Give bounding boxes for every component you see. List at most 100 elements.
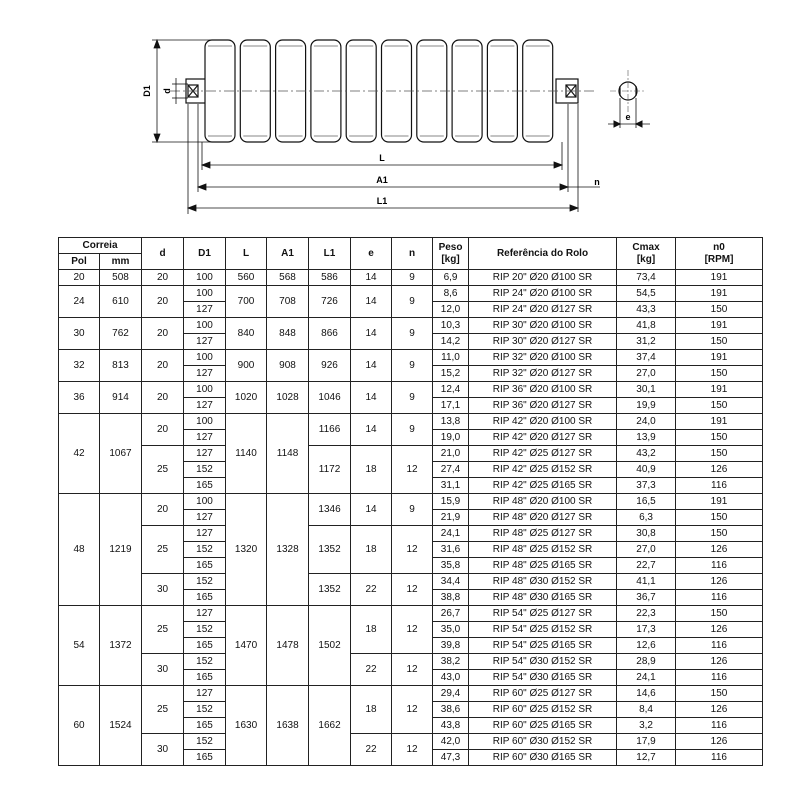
cell-e: 18 xyxy=(350,685,393,734)
cell-n0: 150 xyxy=(675,685,764,702)
cell-mm: 914 xyxy=(98,381,143,414)
cell-n0: 150 xyxy=(675,429,764,446)
cell-n0: 126 xyxy=(675,621,764,638)
dim-label-e: e xyxy=(625,112,630,122)
cell-peso: 12,4 xyxy=(432,381,470,398)
cell-n: 9 xyxy=(391,381,434,414)
cell-cmax: 19,9 xyxy=(616,397,677,414)
cell-peso: 17,1 xyxy=(432,397,470,414)
cell-cmax: 37,3 xyxy=(616,477,677,494)
cell-d: 25 xyxy=(141,525,185,574)
cell-peso: 47,3 xyxy=(432,749,470,766)
cell-n0: 150 xyxy=(675,509,764,526)
cell-ref: RIP 42" Ø20 Ø127 SR xyxy=(468,429,618,446)
header-cmax: Cmax [kg] xyxy=(616,237,677,270)
cell-A1: 708 xyxy=(266,285,310,318)
cell-n0: 126 xyxy=(675,653,764,670)
cell-d: 25 xyxy=(141,445,185,494)
cell-d: 20 xyxy=(141,413,185,446)
cell-cmax: 41,1 xyxy=(616,573,677,590)
cell-D1: 165 xyxy=(183,557,227,574)
cell-cmax: 27,0 xyxy=(616,365,677,382)
cell-cmax: 73,4 xyxy=(616,269,677,286)
cell-n0: 126 xyxy=(675,701,764,718)
cell-ref: RIP 48" Ø20 Ø100 SR xyxy=(468,493,618,510)
cell-ref: RIP 36" Ø20 Ø100 SR xyxy=(468,381,618,398)
cell-peso: 38,2 xyxy=(432,653,470,670)
cell-cmax: 28,9 xyxy=(616,653,677,670)
cell-ref: RIP 42" Ø25 Ø152 SR xyxy=(468,461,618,478)
cell-D1: 127 xyxy=(183,333,227,350)
cell-n0: 191 xyxy=(675,349,764,366)
cell-ref: RIP 24" Ø20 Ø127 SR xyxy=(468,301,618,318)
cell-e: 14 xyxy=(350,349,393,382)
cell-pol: 48 xyxy=(58,493,100,606)
cell-peso: 19,0 xyxy=(432,429,470,446)
cell-peso: 11,0 xyxy=(432,349,470,366)
cell-cmax: 12,7 xyxy=(616,749,677,766)
cell-n0: 116 xyxy=(675,557,764,574)
shaft-end-view xyxy=(608,70,650,128)
cell-n0: 191 xyxy=(675,381,764,398)
cell-n0: 191 xyxy=(675,317,764,334)
cell-ref: RIP 24" Ø20 Ø100 SR xyxy=(468,285,618,302)
cell-cmax: 17,9 xyxy=(616,733,677,750)
cell-peso: 29,4 xyxy=(432,685,470,702)
cell-D1: 152 xyxy=(183,621,227,638)
cell-e: 22 xyxy=(350,733,393,766)
cell-pol: 20 xyxy=(58,269,100,286)
cell-cmax: 40,9 xyxy=(616,461,677,478)
cell-L1: 1502 xyxy=(308,605,352,686)
header-peso-line2: [kg] xyxy=(441,253,460,265)
cell-cmax: 3,2 xyxy=(616,717,677,734)
cell-D1: 152 xyxy=(183,573,227,590)
cell-L1: 866 xyxy=(308,317,352,350)
cell-ref: RIP 48" Ø25 Ø165 SR xyxy=(468,557,618,574)
cell-cmax: 37,4 xyxy=(616,349,677,366)
cell-peso: 10,3 xyxy=(432,317,470,334)
dim-label-D1: D1 xyxy=(142,85,152,97)
cell-D1: 100 xyxy=(183,349,227,366)
cell-mm: 1219 xyxy=(98,493,143,606)
cell-ref: RIP 60" Ø25 Ø152 SR xyxy=(468,701,618,718)
header-n0-line1: n0 xyxy=(713,241,725,253)
cell-n0: 150 xyxy=(675,525,764,542)
cell-n0: 126 xyxy=(675,573,764,590)
cell-L1: 726 xyxy=(308,285,352,318)
cell-cmax: 30,8 xyxy=(616,525,677,542)
cell-D1: 165 xyxy=(183,589,227,606)
cell-L1: 1352 xyxy=(308,573,352,606)
cell-e: 14 xyxy=(350,493,393,526)
cell-ref: RIP 48" Ø30 Ø152 SR xyxy=(468,573,618,590)
cell-ref: RIP 54" Ø25 Ø127 SR xyxy=(468,605,618,622)
cell-D1: 100 xyxy=(183,317,227,334)
cell-n: 12 xyxy=(391,525,434,574)
cell-D1: 165 xyxy=(183,669,227,686)
header-L: L xyxy=(225,237,268,270)
cell-ref: RIP 20" Ø20 Ø100 SR xyxy=(468,269,618,286)
cell-D1: 165 xyxy=(183,717,227,734)
cell-pol: 30 xyxy=(58,317,100,350)
cell-cmax: 43,2 xyxy=(616,445,677,462)
cell-L: 1320 xyxy=(225,493,268,606)
cell-peso: 34,4 xyxy=(432,573,470,590)
cell-peso: 38,6 xyxy=(432,701,470,718)
cell-ref: RIP 60" Ø25 Ø127 SR xyxy=(468,685,618,702)
cell-mm: 1524 xyxy=(98,685,143,766)
cell-cmax: 16,5 xyxy=(616,493,677,510)
cell-peso: 13,8 xyxy=(432,413,470,430)
cell-D1: 127 xyxy=(183,525,227,542)
header-A1: A1 xyxy=(266,237,310,270)
cell-n: 9 xyxy=(391,317,434,350)
cell-e: 22 xyxy=(350,653,393,686)
cell-n0: 191 xyxy=(675,413,764,430)
dim-label-A1: A1 xyxy=(376,175,388,185)
cell-d: 30 xyxy=(141,573,185,606)
cell-L: 560 xyxy=(225,269,268,286)
header-d: d xyxy=(141,237,185,270)
